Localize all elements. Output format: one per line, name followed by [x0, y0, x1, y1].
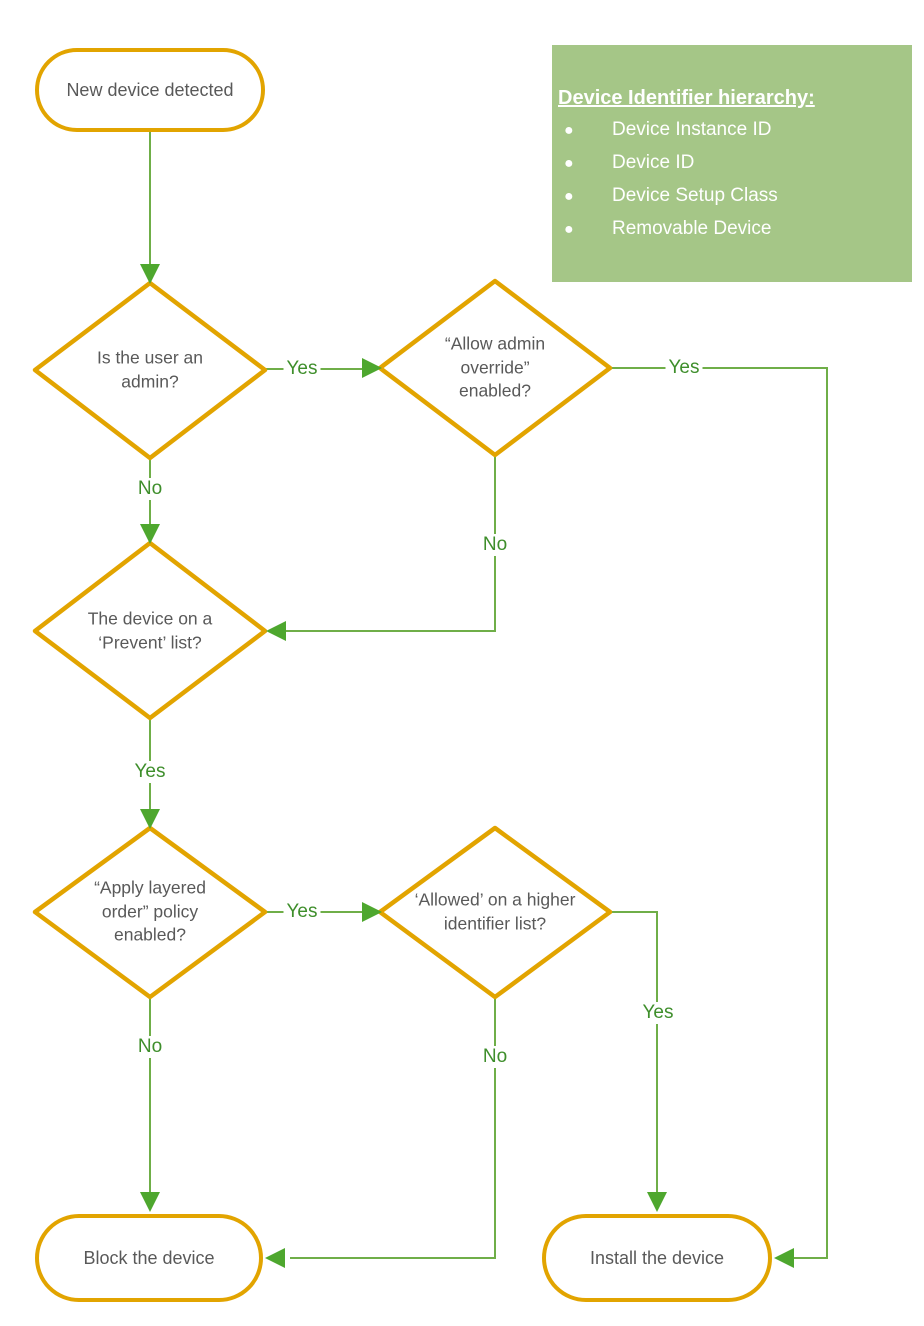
legend-item-label: Device Instance ID — [612, 119, 772, 140]
start-node: New device detected — [35, 48, 265, 132]
list-item: ● Device Instance ID — [558, 119, 904, 141]
edge-label-admin-no: No — [134, 478, 166, 500]
decision-apply-layered-order — [32, 825, 268, 1000]
edge-label-layered-yes: Yes — [283, 901, 321, 923]
legend-item-label: Device Setup Class — [612, 185, 778, 206]
device-identifier-hierarchy-box: Device Identifier hierarchy: ● Device In… — [552, 45, 912, 282]
decision-allowed-higher-identifier — [377, 825, 613, 1000]
arrowhead-into-block-right-icon — [265, 1248, 285, 1268]
list-item: ● Device Setup Class — [558, 185, 904, 207]
apply-layered-order-label: “Apply layered order” policy enabled? — [94, 877, 206, 945]
edge-label-prevent-yes: Yes — [131, 761, 169, 783]
connector-allowed-yes-to-install — [610, 911, 658, 1200]
bullet-icon: ● — [564, 155, 574, 172]
legend-item-label: Removable Device — [612, 218, 772, 239]
arrowhead-into-install-top-icon — [647, 1192, 667, 1212]
arrowhead-into-block-top-icon — [140, 1192, 160, 1212]
arrowhead-into-install-right-icon — [774, 1248, 794, 1268]
connector-override-no-to-prevent — [276, 455, 496, 632]
list-item: ● Removable Device — [558, 218, 904, 240]
arrowhead-into-admin-icon — [140, 264, 160, 284]
decision-device-on-prevent-list — [32, 540, 268, 721]
block-device-label: Block the device — [83, 1247, 215, 1268]
is-user-admin-label: Is the user an admin? — [96, 347, 204, 391]
bullet-icon: ● — [564, 122, 574, 139]
list-item: ● Device ID — [558, 152, 904, 174]
block-device-node: Block the device — [35, 1214, 263, 1302]
arrowhead-into-prevent-top-icon — [140, 524, 160, 544]
allow-admin-override-label: “Allow admin override” enabled? — [444, 333, 546, 401]
install-device-label: Install the device — [589, 1247, 725, 1268]
install-device-node: Install the device — [542, 1214, 772, 1302]
edge-label-allowed-no: No — [479, 1046, 511, 1068]
edge-label-override-yes: Yes — [665, 357, 703, 379]
arrowhead-into-override-icon — [362, 358, 382, 378]
edge-label-allowed-yes: Yes — [639, 1002, 677, 1024]
decision-allow-admin-override — [377, 278, 613, 458]
legend-item-label: Device ID — [612, 152, 695, 173]
edge-label-override-no: No — [479, 534, 511, 556]
connector-override-yes-to-install — [610, 367, 828, 1259]
connector-allowed-no-to-block — [290, 997, 496, 1259]
decision-is-user-admin — [32, 280, 268, 461]
bullet-icon: ● — [564, 221, 574, 238]
device-on-prevent-list-label: The device on a ‘Prevent’ list? — [87, 608, 213, 652]
start-node-label: New device detected — [66, 79, 234, 100]
bullet-icon: ● — [564, 188, 574, 205]
edge-label-admin-yes: Yes — [283, 358, 321, 380]
allowed-higher-identifier-label: ‘Allowed’ on a higher identifier list? — [414, 889, 576, 933]
arrowhead-into-allowed-icon — [362, 902, 382, 922]
legend-title: Device Identifier hierarchy: — [558, 87, 815, 109]
edge-label-layered-no: No — [134, 1036, 166, 1058]
arrowhead-into-prevent-right-icon — [266, 621, 286, 641]
arrowhead-into-layered-icon — [140, 809, 160, 829]
